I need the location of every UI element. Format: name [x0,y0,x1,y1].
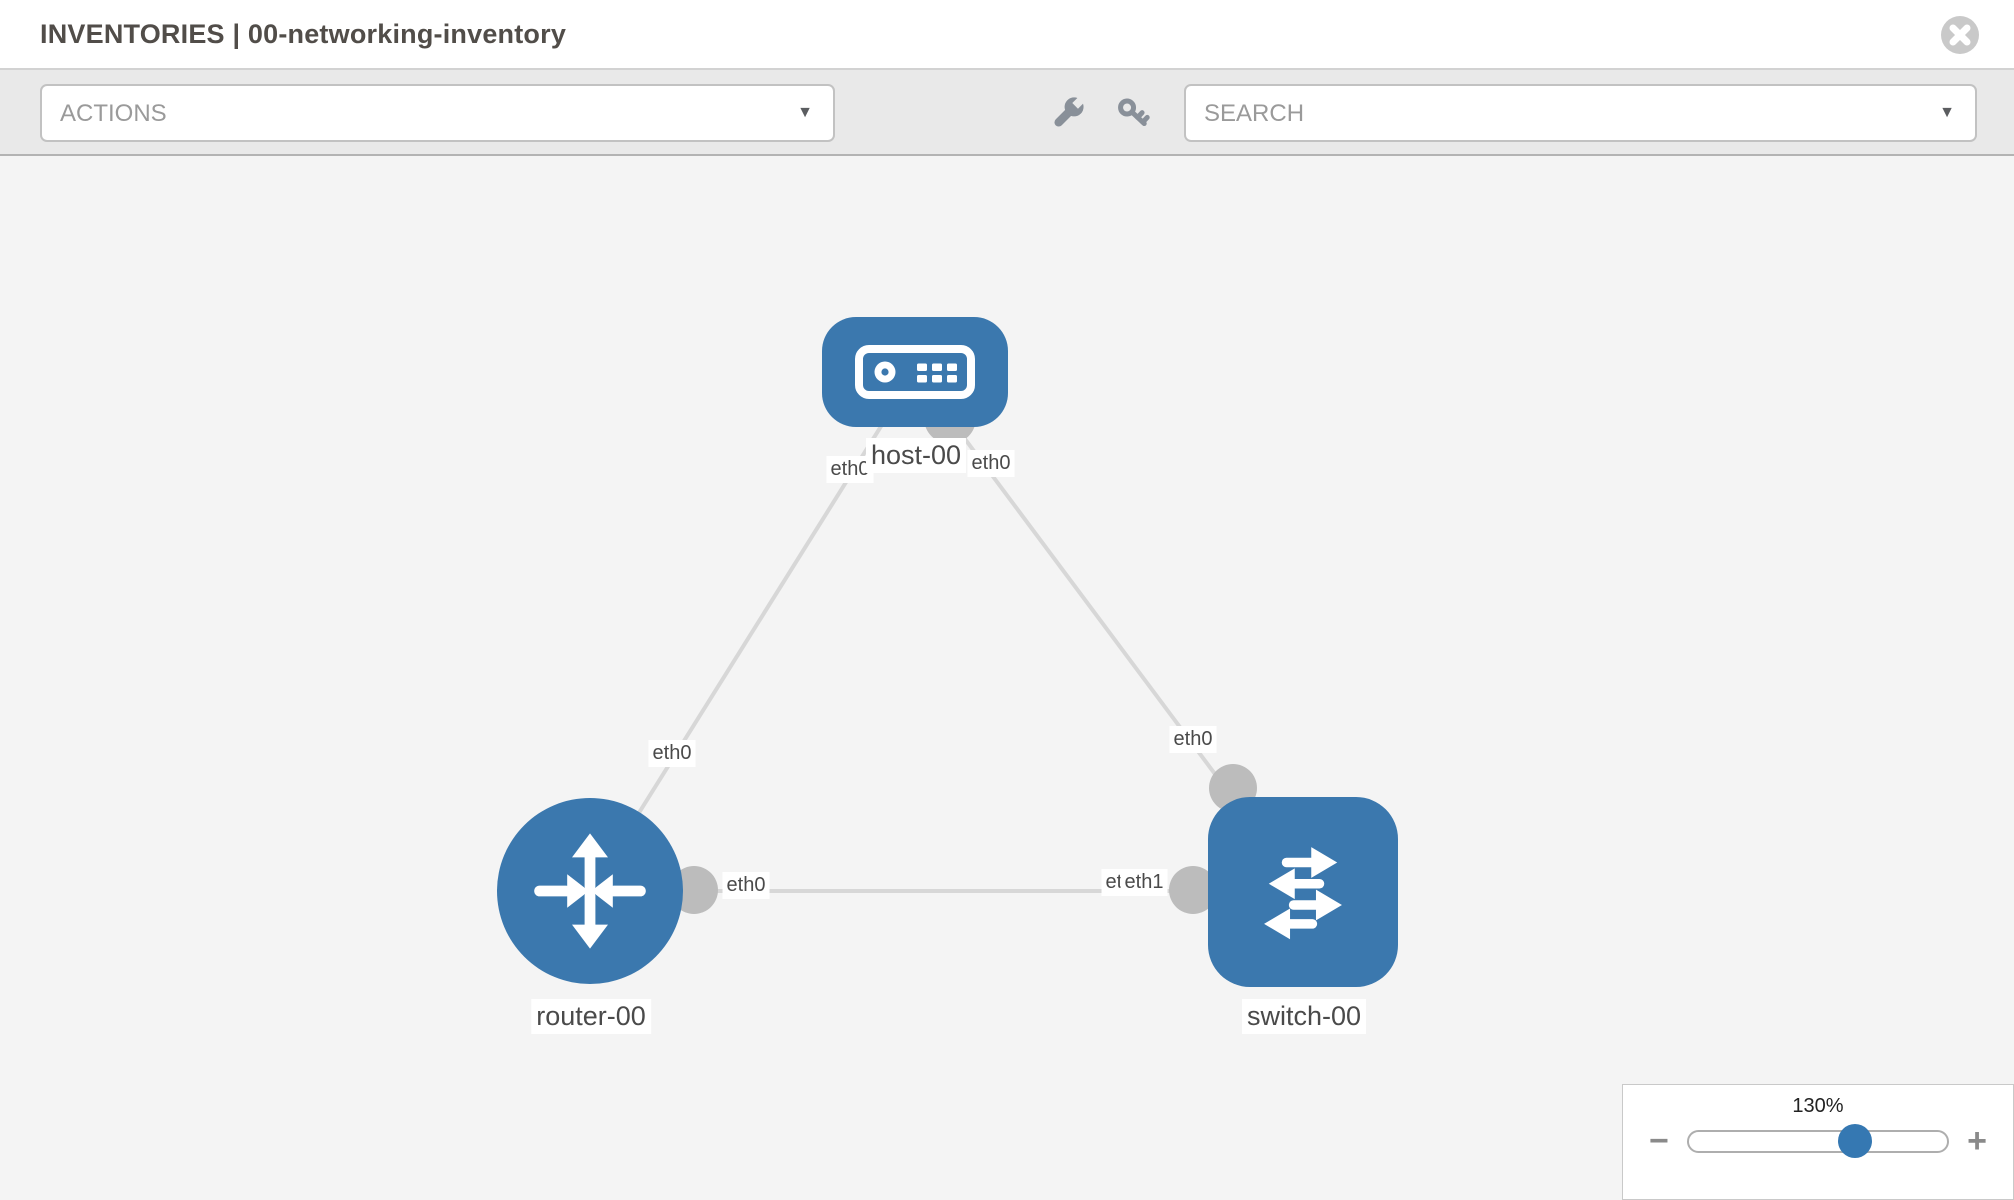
configure-button[interactable] [1045,94,1089,134]
actions-dropdown[interactable]: ACTIONS ▼ [40,84,835,142]
zoom-out-button[interactable]: − [1649,1122,1669,1160]
chevron-down-icon: ▼ [1939,104,1955,121]
chevron-down-icon: ▼ [797,104,813,121]
interface-label-host-eth0-to-switch: eth0 [967,450,1015,477]
toolbar: ACTIONS ▼ SEAR [0,70,2014,156]
interface-label-host-eth0-to-router: eth0 [826,456,874,483]
interface-label-switch-eth0-to-host: eth0 [1169,726,1217,753]
header: INVENTORIES | 00-networking-inventory [0,0,2014,70]
page-title: INVENTORIES | 00-networking-inventory [40,19,567,49]
node-label-router-00: router-00 [531,999,651,1035]
close-button[interactable] [1940,15,1980,55]
interface-label-router-eth0-to-switch: eth0 [722,872,770,899]
interface-label-switch-eth1: eth1 [1120,869,1168,896]
host-icon [855,345,975,399]
switch-icon [1264,847,1342,940]
zoom-slider-track[interactable] [1686,1123,1950,1158]
zoom-slider-thumb[interactable] [1838,1123,1873,1158]
router-icon [534,833,646,949]
node-host-00[interactable] [822,317,1008,427]
node-label-host-00: host-00 [865,438,967,474]
search-input-placeholder: SEARCH [1204,100,1305,127]
zoom-in-button[interactable]: + [1967,1122,1987,1160]
node-switch-00[interactable] [1208,797,1398,987]
node-router-00[interactable] [497,798,683,984]
interface-connector-switch-00-eth1[interactable] [1169,866,1217,914]
key-icon [1118,98,1150,127]
search-dropdown[interactable]: SEARCH ▼ [1184,84,1977,142]
zoom-level-value: 130% [1792,1095,1844,1117]
credentials-button[interactable] [1112,94,1156,134]
topology-canvas[interactable]: host-00 router-00 switch-00 eth0 eth0 et… [0,156,2014,1200]
close-icon [1941,16,1979,54]
node-label-switch-00: switch-00 [1241,999,1367,1035]
actions-dropdown-label: ACTIONS [60,100,167,127]
zoom-control-panel: 130% − + [1622,1084,2014,1200]
wrench-icon [1054,96,1085,127]
interface-label-router-eth0-to-host: eth0 [648,740,696,767]
